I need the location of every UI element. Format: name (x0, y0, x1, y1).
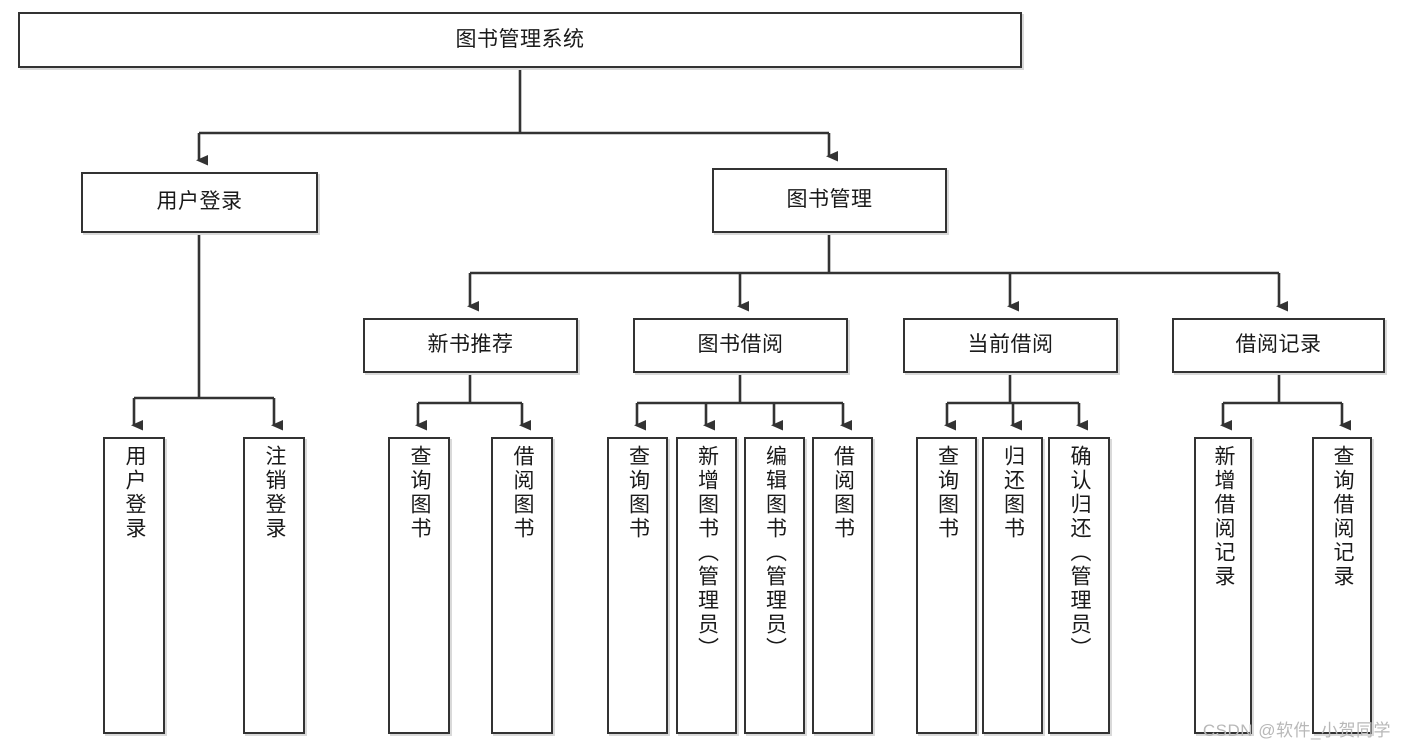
leaf-book-borrow-query-label: 查询图书 (626, 445, 650, 541)
leaf-current-borrow-confirm-return[interactable]: 确认归还（管理员） (1048, 437, 1110, 734)
node-borrow-record-label: 借阅记录 (1235, 333, 1322, 357)
node-user-login-label: 用户登录 (156, 190, 243, 214)
node-current-borrow[interactable]: 当前借阅 (903, 318, 1118, 373)
leaf-new-book-borrow-label: 借阅图书 (511, 445, 535, 541)
leaf-book-borrow-add[interactable]: 新增图书（管理员） (676, 437, 737, 734)
leaf-borrow-record-query[interactable]: 查询借阅记录 (1312, 437, 1372, 734)
leaf-new-book-query[interactable]: 查询图书 (388, 437, 450, 734)
node-book-management-label: 图书管理 (786, 188, 873, 212)
node-new-book-recommend-label: 新书推荐 (427, 333, 514, 357)
leaf-book-borrow-borrow-label: 借阅图书 (831, 445, 855, 541)
leaf-user-login-signout-label: 注销登录 (263, 445, 287, 541)
node-borrow-record[interactable]: 借阅记录 (1172, 318, 1385, 373)
leaf-book-borrow-edit[interactable]: 编辑图书（管理员） (744, 437, 805, 734)
leaf-user-login-signin[interactable]: 用户登录 (103, 437, 165, 734)
leaf-current-borrow-query[interactable]: 查询图书 (916, 437, 977, 734)
node-user-login[interactable]: 用户登录 (81, 172, 318, 233)
leaf-borrow-record-add-label: 新增借阅记录 (1212, 445, 1236, 589)
leaf-current-borrow-query-label: 查询图书 (935, 445, 959, 541)
leaf-book-borrow-add-label: 新增图书（管理员） (695, 445, 719, 661)
leaf-book-borrow-query[interactable]: 查询图书 (607, 437, 668, 734)
node-current-borrow-label: 当前借阅 (967, 333, 1054, 357)
node-book-borrow[interactable]: 图书借阅 (633, 318, 848, 373)
node-book-borrow-label: 图书借阅 (697, 333, 784, 357)
leaf-current-borrow-confirm-return-label: 确认归还（管理员） (1068, 445, 1092, 661)
leaf-borrow-record-add[interactable]: 新增借阅记录 (1194, 437, 1252, 734)
leaf-current-borrow-return-label: 归还图书 (1001, 445, 1025, 541)
leaf-book-borrow-borrow[interactable]: 借阅图书 (812, 437, 873, 734)
csdn-watermark: CSDN @软件_小贺同学 (1202, 721, 1391, 740)
leaf-user-login-signout[interactable]: 注销登录 (243, 437, 305, 734)
leaf-new-book-borrow[interactable]: 借阅图书 (491, 437, 553, 734)
leaf-new-book-query-label: 查询图书 (408, 445, 432, 541)
node-book-management[interactable]: 图书管理 (712, 168, 947, 233)
node-new-book-recommend[interactable]: 新书推荐 (363, 318, 578, 373)
leaf-current-borrow-return[interactable]: 归还图书 (982, 437, 1043, 734)
node-root-label: 图书管理系统 (455, 27, 585, 51)
leaf-borrow-record-query-label: 查询借阅记录 (1331, 445, 1355, 589)
leaf-user-login-signin-label: 用户登录 (123, 445, 147, 541)
leaf-book-borrow-edit-label: 编辑图书（管理员） (763, 445, 787, 661)
node-root[interactable]: 图书管理系统 (18, 12, 1022, 68)
